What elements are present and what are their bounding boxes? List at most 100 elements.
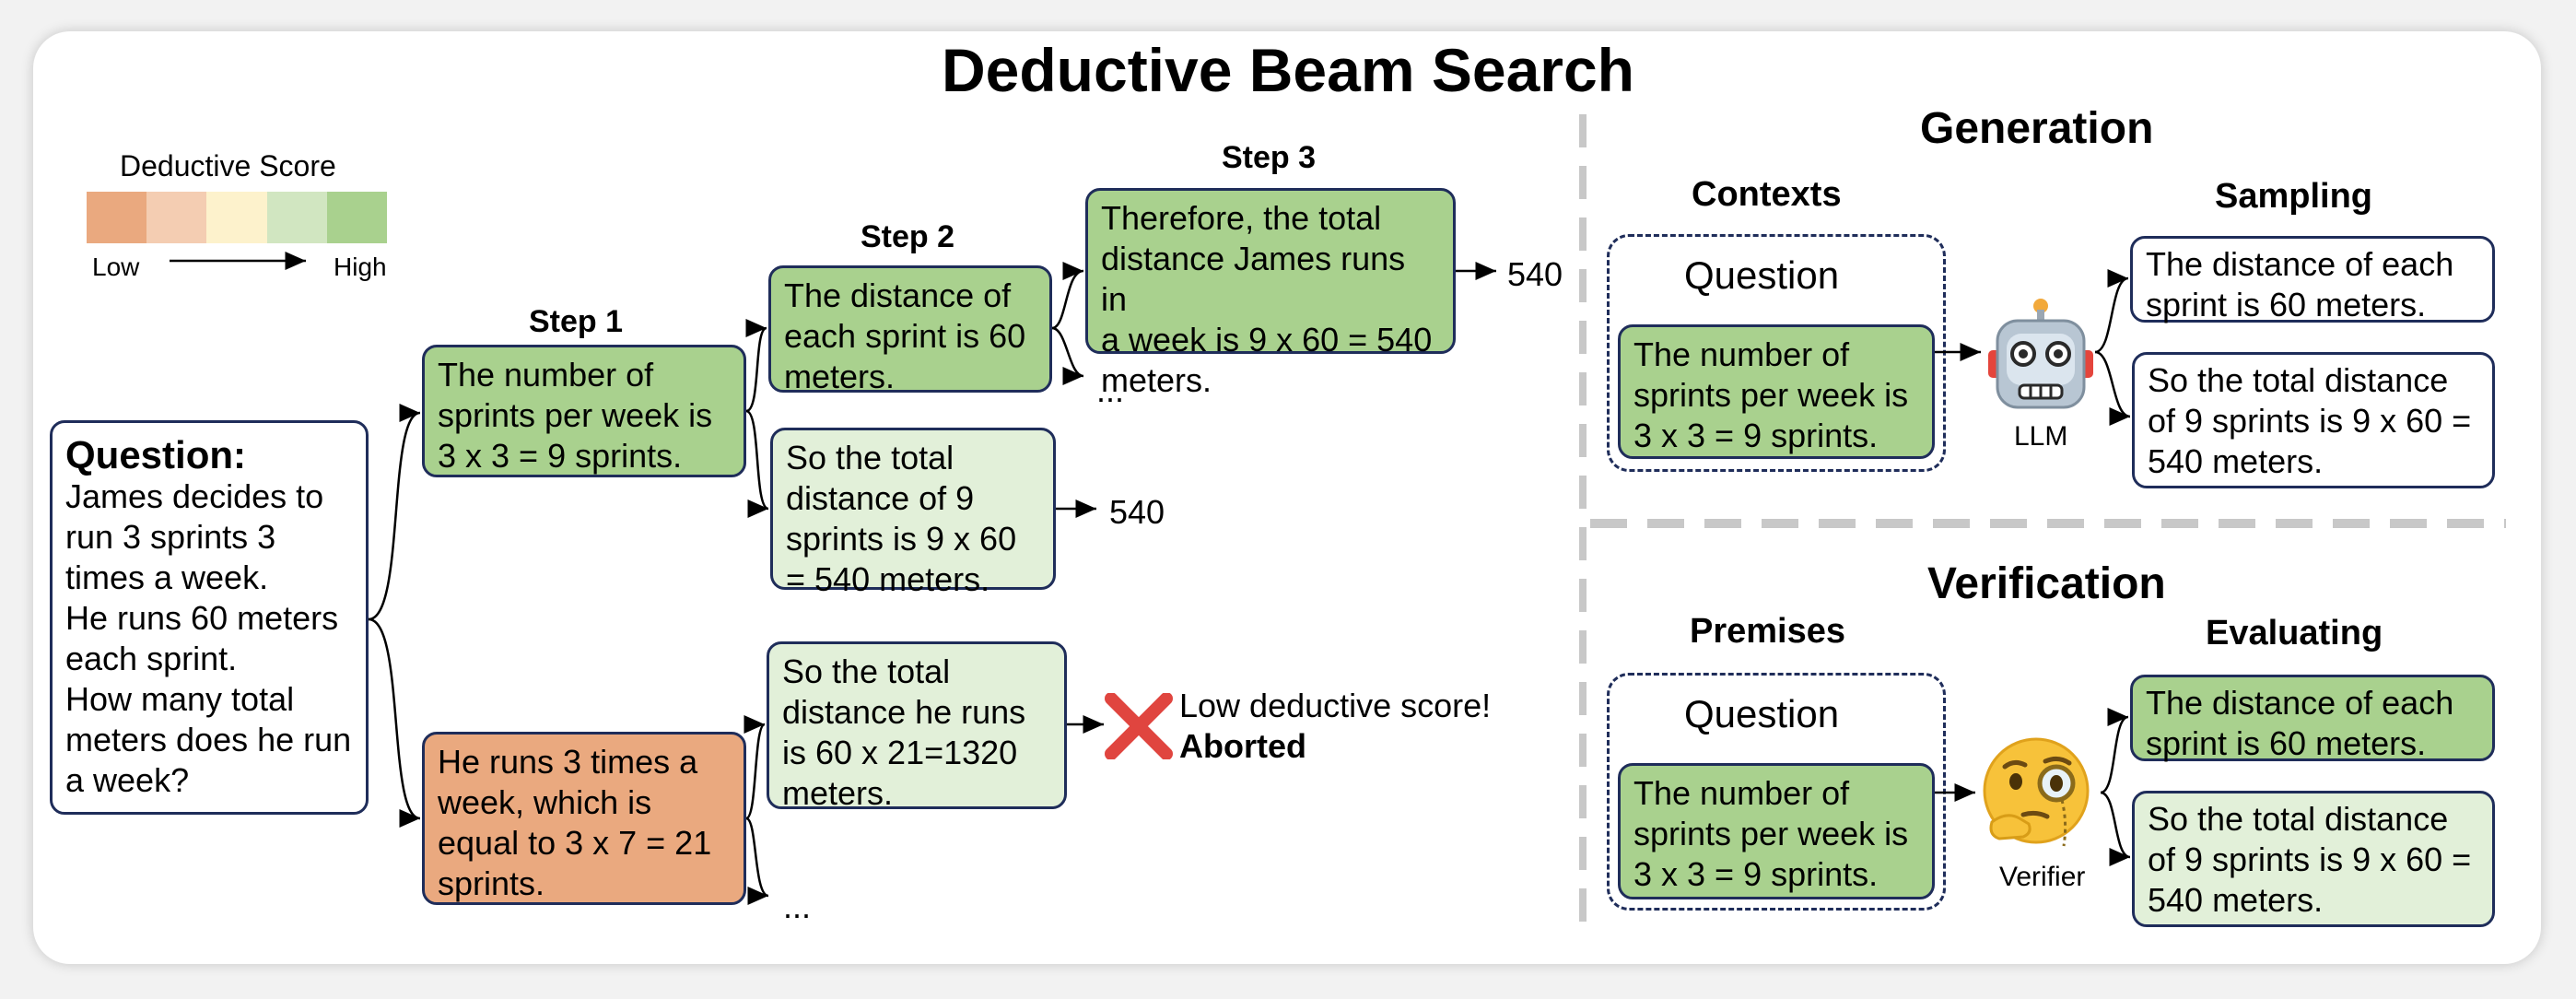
node-text: distance of 9 [786, 479, 975, 517]
node-text: equal to 3 x 7 = 21 [438, 824, 712, 862]
arrow-q-to-s1-bottom [368, 617, 421, 828]
sample-node-1: The distance of each sprint is 60 meters… [2130, 236, 2495, 323]
arrow-llm-to-sample-2 [2094, 350, 2131, 426]
arrow-s1-to-s2-b [745, 409, 769, 518]
node-text: So the total [786, 439, 954, 476]
legend-swatch-4 [266, 192, 327, 243]
aborted-reason: Low deductive score! [1179, 687, 1492, 724]
premises-question: Question [1684, 692, 1840, 735]
step-2-label: Step 2 [861, 219, 955, 254]
node-text: The number of [1633, 335, 1850, 373]
question-line: a week? [65, 761, 190, 799]
node-text: a week is 9 x 60 = 540 [1101, 321, 1433, 358]
node-text: of 9 sprints is 9 x 60 = [2148, 840, 2472, 878]
llm-label: LLM [2014, 421, 2068, 452]
node-text: 540 meters. [2148, 881, 2324, 919]
legend-high-label: High [334, 253, 387, 281]
node-text: each sprint is 60 [784, 317, 1026, 355]
legend-colorbar [87, 192, 388, 243]
question-box: Question: James decides to run 3 sprints… [50, 420, 369, 815]
arrow-s2-to-ellipsis [1051, 326, 1084, 385]
node-text: So the total distance [2148, 361, 2449, 399]
question-line: He runs 60 meters [65, 599, 339, 637]
step-3-label: Step 3 [1222, 140, 1317, 175]
node-text: sprints per week is [1633, 376, 1909, 414]
node-text: 3 x 3 = 9 sprints. [1633, 855, 1879, 893]
node-text: The distance of [784, 276, 1012, 314]
step2-node-b: So the total distance of 9 sprints is 9 … [770, 428, 1056, 598]
robot-icon [1988, 299, 2093, 409]
sampling-label: Sampling [2215, 177, 2373, 216]
legend-swatch-2 [146, 192, 207, 243]
node-text: sprints. [438, 864, 545, 902]
arrow-s1b-to-ellipsis [745, 817, 769, 905]
cross-icon [1105, 693, 1173, 759]
premise-node: The number of sprints per week is 3 x 3 … [1618, 763, 1935, 899]
node-text: So the total distance [2148, 800, 2449, 838]
arrow-q-to-s1-top [368, 404, 421, 621]
node-text: Therefore, the total [1101, 199, 1382, 237]
node-text: The number of [438, 356, 654, 394]
node-text: meters. [782, 774, 894, 812]
evaluated-node-2: So the total distance of 9 sprints is 9 … [2132, 791, 2495, 927]
node-text: meters. [784, 358, 896, 395]
answer-output-2: 540 [1109, 493, 1165, 531]
node-text: distance he runs [782, 693, 1026, 731]
step2-node-c: So the total distance he runs is 60 x 21… [767, 641, 1067, 812]
evaluated-node-1: The distance of each sprint is 60 meters… [2130, 675, 2495, 762]
node-text: is 60 x 21=1320 [782, 734, 1018, 771]
step3-node-a: Therefore, the total distance James runs… [1085, 188, 1456, 399]
verifier-label: Verifier [1999, 862, 2086, 892]
node-text: sprints per week is [1633, 815, 1909, 852]
arrow-verifier-to-eval-2 [2100, 791, 2131, 866]
ellipsis-step3: ... [1096, 371, 1125, 409]
question-line: How many total [65, 680, 295, 718]
node-text: week, which is [438, 783, 652, 821]
monocle-face-icon [1983, 737, 2090, 847]
question-line: run 3 sprints 3 [65, 518, 276, 556]
ellipsis-step2: ... [783, 887, 812, 925]
contexts-question: Question [1684, 253, 1840, 297]
generation-title: Generation [1920, 104, 2154, 153]
arrow-llm-to-sample-1 [2094, 269, 2129, 354]
question-line: each sprint. [65, 640, 238, 677]
legend-swatch-1 [87, 192, 147, 243]
legend-swatch-3 [206, 192, 267, 243]
arrow-s1-to-s2-a [745, 319, 767, 413]
arrow-s2-to-s3-a [1051, 262, 1084, 330]
legend-low-label: Low [92, 253, 140, 281]
aborted-label: Aborted [1179, 727, 1306, 765]
node-text: 540 meters. [2148, 442, 2324, 480]
legend-swatch-5 [326, 192, 388, 243]
context-premise-node: The number of sprints per week is 3 x 3 … [1618, 324, 1935, 459]
node-text: sprint is 60 meters. [2146, 724, 2427, 762]
question-line: meters does he run [65, 721, 352, 758]
node-text: The distance of each [2146, 684, 2454, 722]
node-text: The number of [1633, 774, 1850, 812]
node-text: meters. [1101, 361, 1212, 399]
node-text: So the total [782, 652, 951, 690]
node-text: He runs 3 times a [438, 743, 698, 781]
sample-node-2: So the total distance of 9 sprints is 9 … [2132, 352, 2495, 488]
node-text: sprints per week is [438, 396, 713, 434]
node-text: The distance of each [2146, 245, 2454, 283]
premises-label: Premises [1690, 612, 1846, 651]
node-text: distance James runs in [1101, 240, 1406, 318]
legend-title: Deductive Score [120, 149, 336, 182]
node-text: 3 x 3 = 9 sprints. [438, 437, 683, 475]
answer-output-1: 540 [1507, 255, 1563, 293]
arrow-s1b-to-s2-c [744, 715, 766, 820]
arrow-verifier-to-eval-1 [2100, 708, 2129, 794]
step1-node-bottom: He runs 3 times a week, which is equal t… [422, 732, 746, 905]
step1-node-top: The number of sprints per week is 3 x 3 … [422, 345, 746, 477]
question-line: James decides to [65, 477, 324, 515]
step2-node-a: The distance of each sprint is 60 meters… [768, 265, 1052, 395]
node-text: sprints is 9 x 60 [786, 520, 1017, 558]
contexts-label: Contexts [1692, 175, 1842, 214]
node-text: = 540 meters. [786, 560, 990, 598]
node-text: of 9 sprints is 9 x 60 = [2148, 402, 2472, 440]
node-text: sprint is 60 meters. [2146, 286, 2427, 323]
question-label: Question: [65, 433, 246, 476]
